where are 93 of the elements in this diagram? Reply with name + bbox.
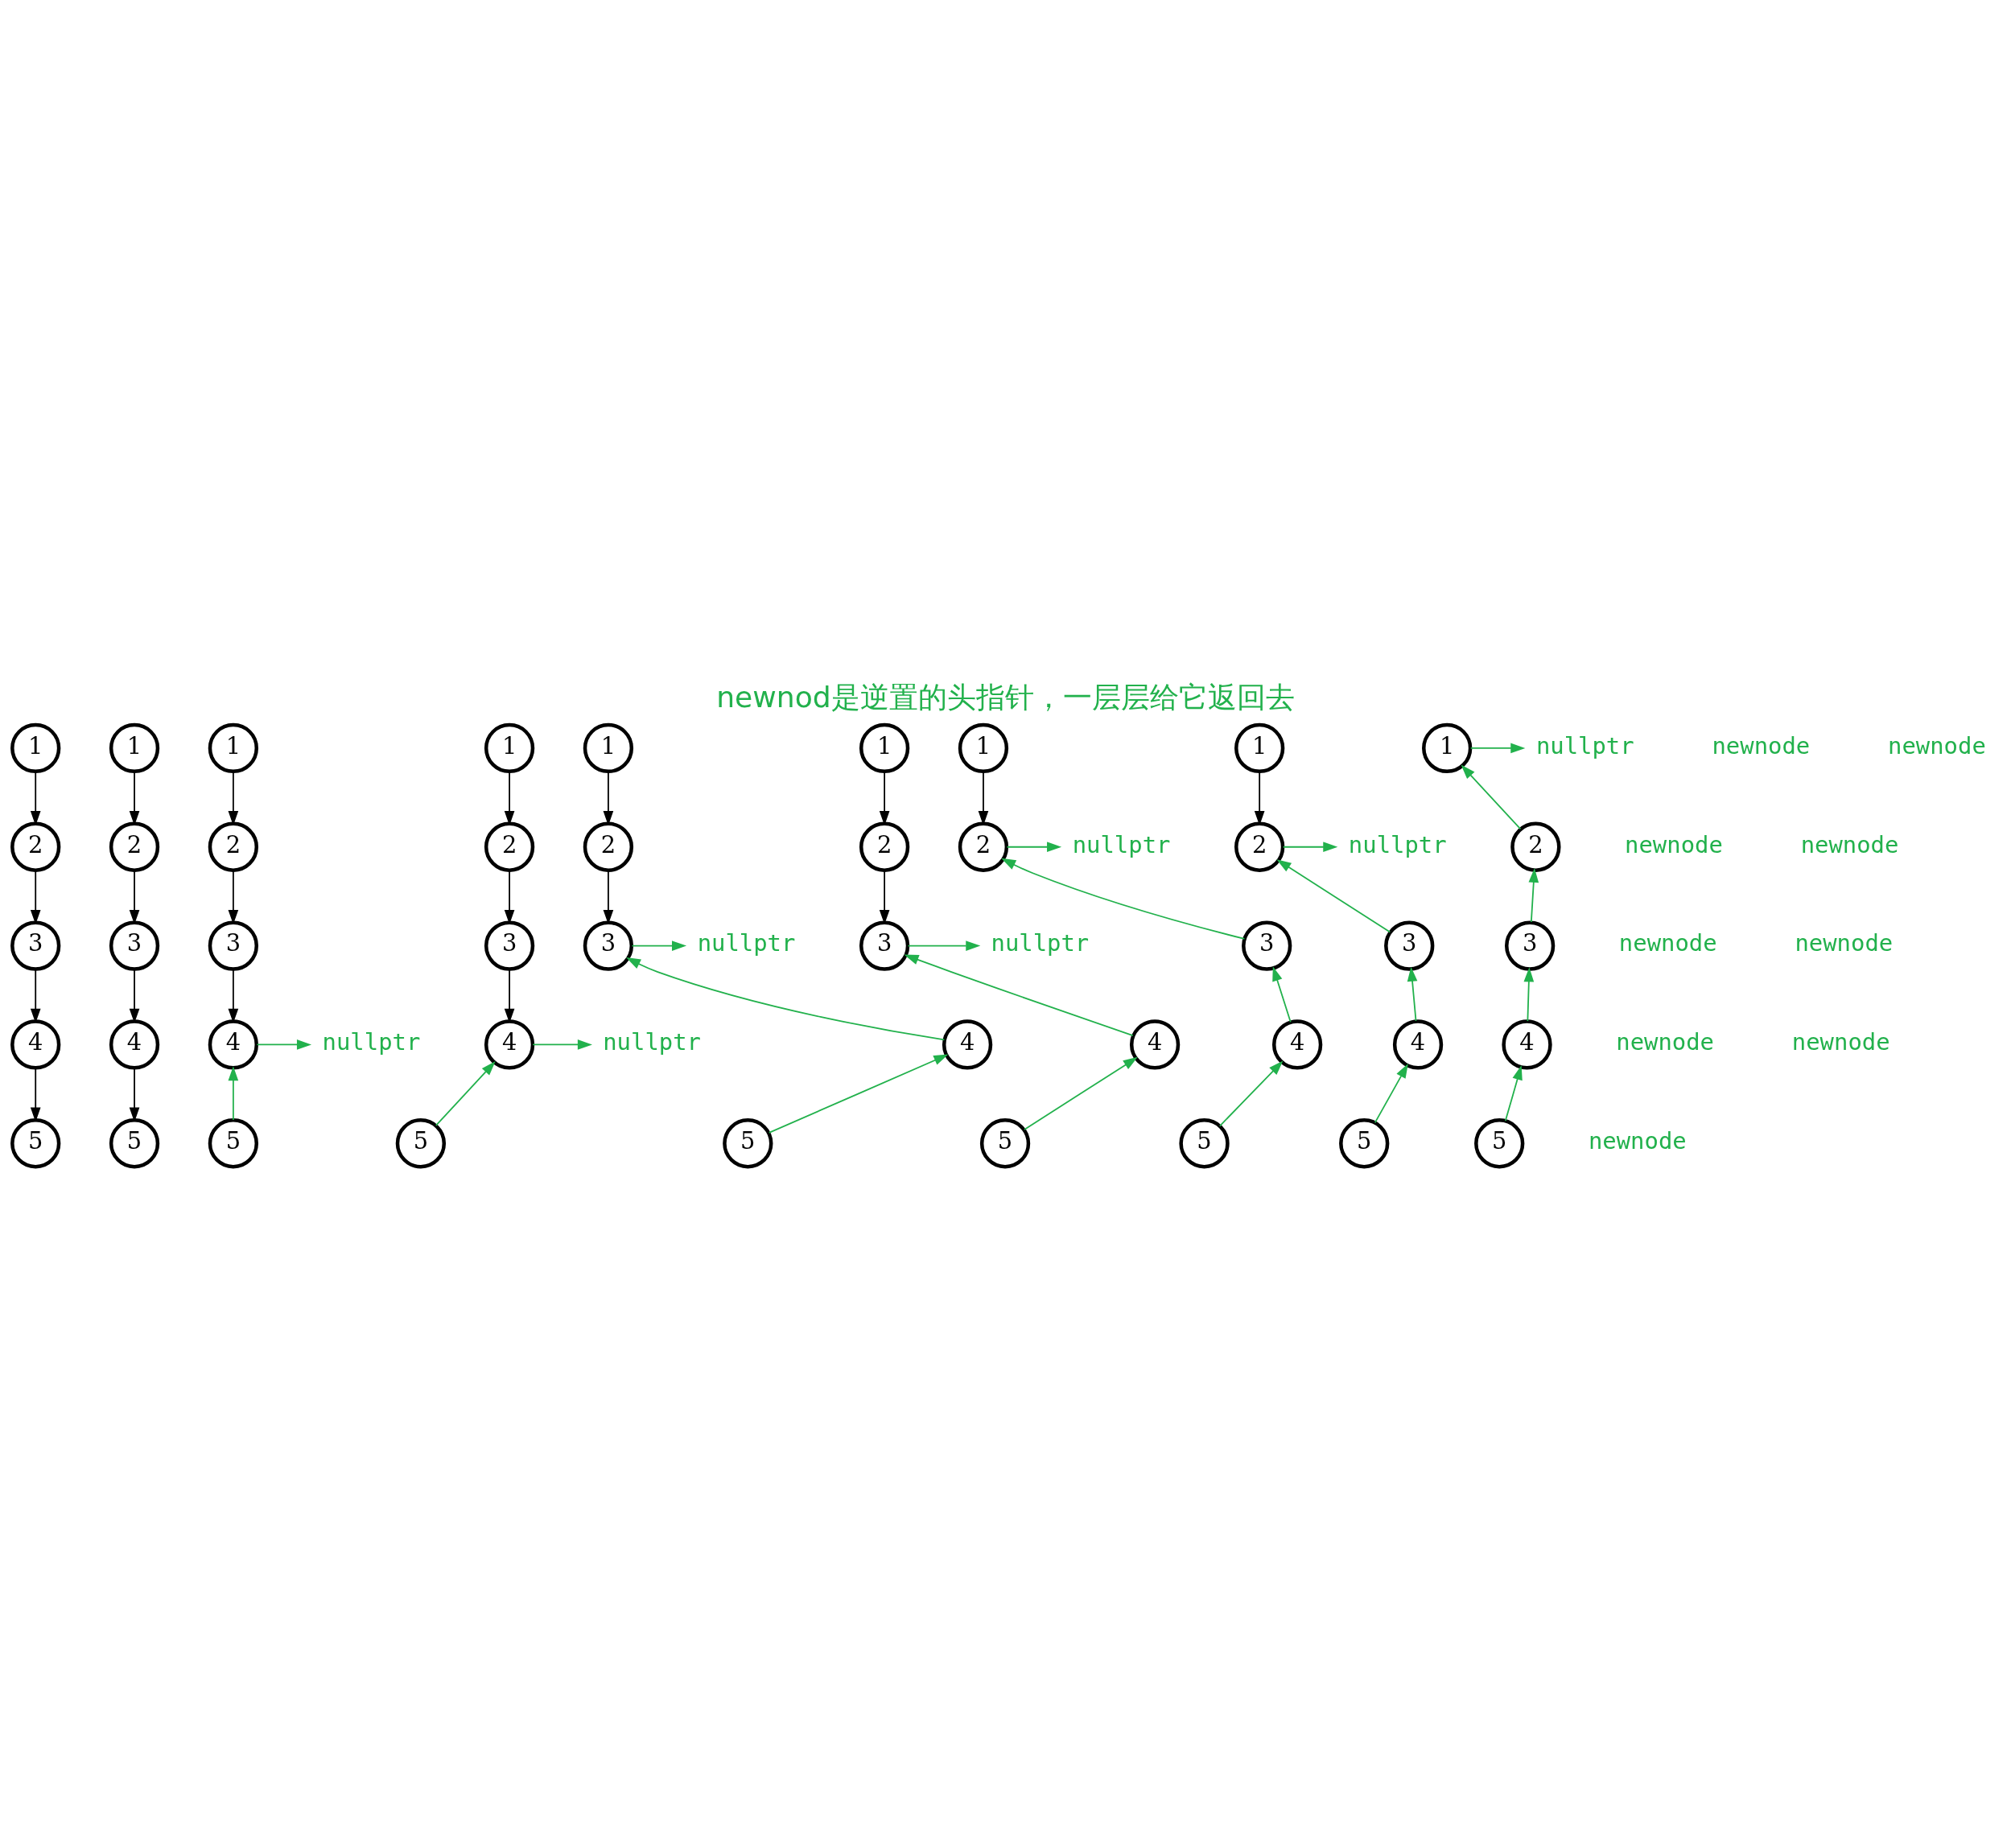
node-text: nullptr <box>1348 830 1447 858</box>
arrow <box>1024 1056 1138 1130</box>
node-circle: 5 <box>723 1118 773 1169</box>
node-circle: 5 <box>1339 1118 1390 1169</box>
node-circle: 1 <box>1234 722 1285 774</box>
arrow <box>256 1039 312 1050</box>
node-circle: 2 <box>10 821 61 872</box>
node-circle: 1 <box>859 722 910 774</box>
node-circle: 3 <box>1384 920 1435 971</box>
arrow <box>228 1066 239 1121</box>
node-circle: 3 <box>208 920 259 971</box>
arrow <box>228 969 239 1023</box>
node-circle: 1 <box>484 722 535 774</box>
node-circle: 5 <box>1179 1118 1230 1169</box>
arrow <box>1523 967 1535 1023</box>
arrow <box>768 1054 949 1134</box>
arrow <box>30 969 41 1023</box>
label: newnode <box>1616 1028 1715 1056</box>
node-circle: 5 <box>109 1118 160 1169</box>
node-circle: 5 <box>1474 1118 1525 1169</box>
arrow <box>625 957 946 1041</box>
node-circle: 5 <box>10 1118 61 1169</box>
node-circle: 3 <box>1505 920 1556 971</box>
arrow <box>504 771 515 826</box>
arrow <box>129 969 140 1023</box>
node-circle: 2 <box>859 821 910 872</box>
arrow <box>1272 966 1292 1023</box>
node-circle: 5 <box>979 1118 1031 1169</box>
arrow <box>1218 1060 1284 1127</box>
node-circle: 4 <box>1129 1019 1181 1070</box>
node-circle: 1 <box>1422 722 1473 774</box>
arrow <box>978 771 989 826</box>
label: newnode <box>1800 830 1899 858</box>
node-circle: 5 <box>208 1118 259 1169</box>
arrow <box>907 940 981 951</box>
label: newnode <box>1795 929 1894 957</box>
node-circle: 1 <box>10 722 61 774</box>
node-circle: 1 <box>958 722 1009 774</box>
arrow <box>904 954 1134 1037</box>
label: newnode <box>1625 830 1723 858</box>
arrow <box>1006 842 1062 853</box>
arrow <box>129 1068 140 1122</box>
node-circle: 4 <box>10 1019 61 1070</box>
arrow <box>1276 859 1391 933</box>
node-text: nullptr <box>991 929 1090 957</box>
node-circle: 4 <box>208 1019 259 1070</box>
label: newnode <box>1712 731 1811 759</box>
node-text: nullptr <box>603 1028 701 1056</box>
node-circle: 2 <box>208 821 259 872</box>
arrow <box>504 969 515 1023</box>
node-circle: 1 <box>208 722 259 774</box>
node-circle: 2 <box>583 821 634 872</box>
node-circle: 4 <box>942 1019 993 1070</box>
node-circle: 2 <box>958 821 1009 872</box>
arrow <box>1528 867 1539 923</box>
diagram-title: newnod是逆置的头指针，一层层给它返回去 <box>716 680 1295 715</box>
node-circle: 4 <box>1502 1019 1552 1070</box>
arrow <box>1469 743 1526 754</box>
node-circle: 5 <box>395 1118 447 1169</box>
arrow <box>1001 858 1246 940</box>
arrow <box>30 1068 41 1122</box>
node-circle: 1 <box>583 722 634 774</box>
arrow <box>1407 966 1418 1022</box>
node-circle: 3 <box>484 920 535 971</box>
node-text: nullptr <box>697 929 796 957</box>
arrow <box>1282 842 1338 853</box>
label: newnode <box>1888 731 1986 759</box>
label: newnode <box>1588 1127 1687 1155</box>
node-circle: 2 <box>1234 821 1285 872</box>
arrow <box>435 1061 496 1126</box>
node-circle: 3 <box>583 920 634 971</box>
node-circle: 1 <box>109 722 160 774</box>
node-text: nullptr <box>1535 731 1634 759</box>
node-circle: 2 <box>1510 821 1561 872</box>
arrow <box>532 1039 592 1050</box>
arrow <box>631 940 687 951</box>
label: newnode <box>1618 929 1717 957</box>
node-circle: 3 <box>859 920 910 971</box>
node-circle: 4 <box>484 1019 535 1070</box>
node-circle: 3 <box>1242 920 1292 971</box>
node-circle: 2 <box>484 821 535 872</box>
arrow <box>1461 764 1522 830</box>
node-text: nullptr <box>1072 830 1171 858</box>
node-circle: 4 <box>109 1019 160 1070</box>
node-circle: 4 <box>1392 1019 1444 1070</box>
node-circle: 3 <box>109 920 160 971</box>
node-circle: 3 <box>10 920 61 971</box>
node-text: nullptr <box>322 1028 421 1056</box>
arrow <box>1504 1065 1523 1122</box>
label: newnode <box>1791 1028 1890 1056</box>
node-circle: 2 <box>109 821 160 872</box>
arrow <box>1374 1063 1408 1124</box>
node-circle: 4 <box>1271 1019 1323 1070</box>
